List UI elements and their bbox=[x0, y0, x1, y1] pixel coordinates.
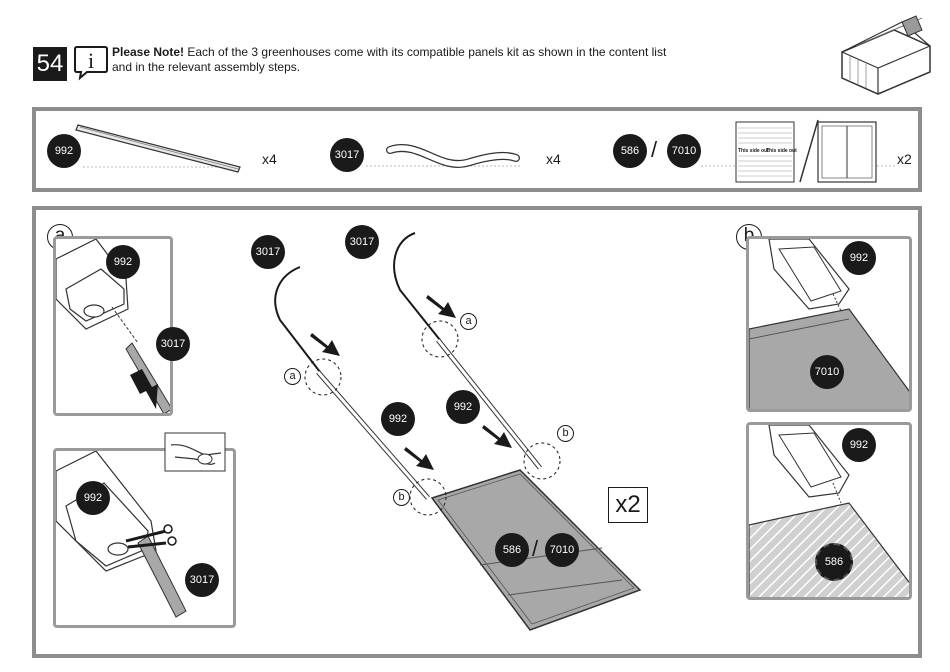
multiplier-x2: x2 bbox=[608, 487, 648, 523]
callout-a-right: a bbox=[460, 313, 477, 330]
callout-a-left: a bbox=[284, 368, 301, 385]
badge-b-top-7010: 7010 bbox=[810, 355, 844, 389]
badge-b-top-992: 992 bbox=[842, 241, 876, 275]
center-separator: / bbox=[532, 536, 538, 562]
badge-b-bottom-586: 586 bbox=[815, 543, 853, 581]
badge-center-right-3017: 3017 bbox=[345, 225, 379, 259]
badge-center-586: 586 bbox=[495, 533, 529, 567]
badge-center-right-992: 992 bbox=[446, 390, 480, 424]
badge-center-7010: 7010 bbox=[545, 533, 579, 567]
callout-b-left: b bbox=[393, 489, 410, 506]
badge-b-bottom-992: 992 bbox=[842, 428, 876, 462]
badge-center-left-3017: 3017 bbox=[251, 235, 285, 269]
callout-b-right: b bbox=[557, 425, 574, 442]
badge-center-left-992: 992 bbox=[381, 402, 415, 436]
